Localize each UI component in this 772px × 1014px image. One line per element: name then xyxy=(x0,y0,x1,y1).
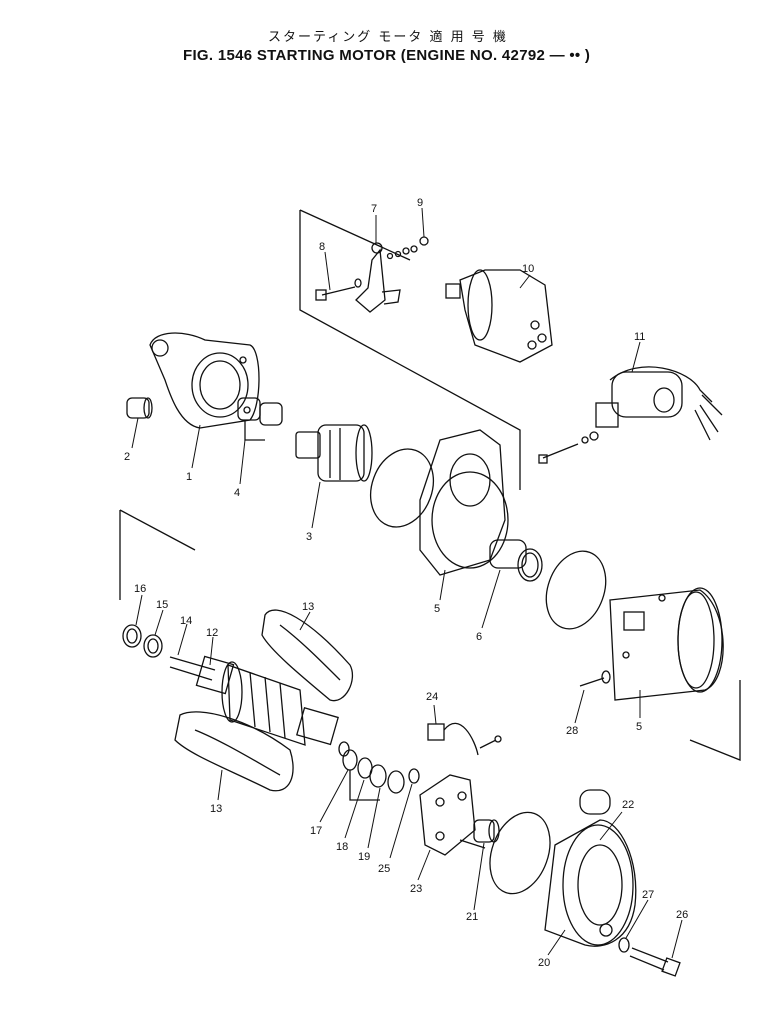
callout-15: 15 xyxy=(156,599,168,611)
o-ring-yoke xyxy=(545,550,607,630)
callout-2: 2 xyxy=(124,451,130,463)
rear-cover-part xyxy=(544,789,637,947)
washer-inner xyxy=(143,634,163,658)
washer-27 xyxy=(618,937,630,953)
callout-24: 24 xyxy=(426,691,438,703)
callout-21: 21 xyxy=(466,911,478,923)
callout-5-center: 5 xyxy=(434,603,440,615)
bush-small-part xyxy=(237,397,283,426)
washer-outer xyxy=(122,624,142,648)
callout-5-yoke: 5 xyxy=(636,721,642,733)
armature-part xyxy=(169,655,350,757)
washer-inner-inner xyxy=(147,638,159,654)
bush-part xyxy=(126,397,153,419)
callout-22: 22 xyxy=(622,799,634,811)
japanese-title: スターティング モータ 適 用 号 機 xyxy=(268,30,508,45)
o-ring-rear xyxy=(489,811,551,895)
callout-26: 26 xyxy=(676,909,688,921)
callout-13-lower: 13 xyxy=(210,803,222,815)
callout-12: 12 xyxy=(206,627,218,639)
callout-27: 27 xyxy=(642,889,654,901)
relay-part xyxy=(538,366,723,464)
callout-4: 4 xyxy=(234,487,240,499)
through-bolt-part xyxy=(629,947,681,977)
callout-10: 10 xyxy=(522,263,534,275)
washer-19-inner xyxy=(387,770,405,794)
o-ring-front xyxy=(370,448,434,528)
center-bush-part xyxy=(489,539,543,582)
bracket-frame-shims xyxy=(349,770,380,801)
callout-16: 16 xyxy=(134,583,146,595)
brush-holder-part xyxy=(419,774,486,856)
yoke-part xyxy=(609,587,724,701)
callout-1: 1 xyxy=(186,471,192,483)
bracket-frame-lever-top xyxy=(299,209,411,261)
drive-housing-part xyxy=(149,332,260,429)
callout-25: 25 xyxy=(378,863,390,875)
callout-13-upper: 13 xyxy=(302,601,314,613)
callout-19: 19 xyxy=(358,851,370,863)
callout-17: 17 xyxy=(310,825,322,837)
callout-8: 8 xyxy=(319,241,325,253)
callout-6: 6 xyxy=(476,631,482,643)
bracket-frame-armature-top xyxy=(119,509,196,551)
field-coil-upper xyxy=(261,609,354,702)
washer-outer-inner xyxy=(126,628,138,644)
brush-lead-part xyxy=(427,722,502,756)
callout-20: 20 xyxy=(538,957,550,969)
callout-7: 7 xyxy=(371,203,377,215)
leader-lines xyxy=(131,207,683,959)
callout-11: 11 xyxy=(634,331,645,343)
figure-title: FIG. 1546 STARTING MOTOR (ENGINE NO. 427… xyxy=(183,47,591,64)
shift-lever-assembly xyxy=(315,236,429,313)
magnetic-switch-part xyxy=(445,269,553,363)
field-coil-lower xyxy=(174,711,294,792)
center-housing-part xyxy=(419,429,509,576)
pinion-clutch-part xyxy=(295,424,373,482)
callout-28: 28 xyxy=(566,725,578,737)
bracket-frame-yoke xyxy=(689,680,741,761)
callout-23: 23 xyxy=(410,883,422,895)
callout-14: 14 xyxy=(180,615,192,627)
screw-part xyxy=(579,670,611,687)
bracket-frame-lever xyxy=(299,210,521,490)
callout-9: 9 xyxy=(417,197,423,209)
bracket-frame-bush xyxy=(244,420,265,441)
washer-17 xyxy=(342,749,358,771)
callout-3: 3 xyxy=(306,531,312,543)
washer-25 xyxy=(408,768,420,784)
callout-labels: 1 2 3 4 5 5 6 7 8 9 10 11 12 13 13 14 15… xyxy=(124,197,688,969)
callout-18: 18 xyxy=(336,841,348,853)
washer-19 xyxy=(369,764,387,788)
